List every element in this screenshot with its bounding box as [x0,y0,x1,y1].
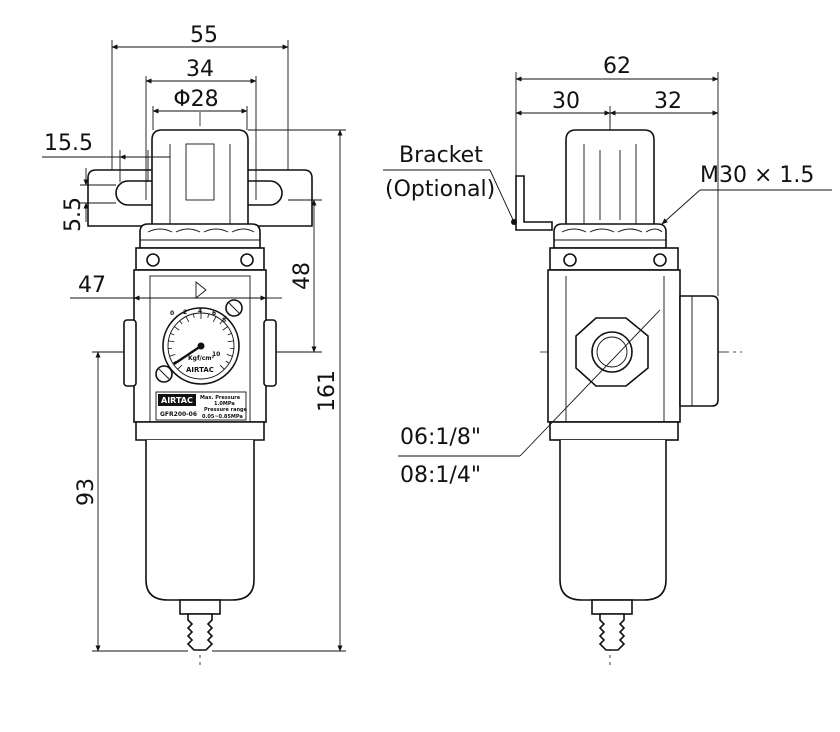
front-port-left [123,319,137,387]
front-ring-nut [139,223,261,249]
gauge-unit: Kgf/cm² [188,355,215,362]
gauge-scale-2: 2 [183,309,187,316]
gauge-scale-6: 6 [212,310,216,317]
dim-width-bracket: 34 [186,57,214,82]
gauge-tick [169,353,176,357]
label-bracket-optional: (Optional) [385,177,495,202]
gauge-tick [212,316,217,323]
dim-width-overall: 55 [190,23,218,48]
front-view: 0 2 4 6 8 10 Kgf/cm² AIRTAC AIRTAC Max. … [42,23,346,665]
gauge-scale-4: 4 [198,308,202,315]
gauge-tick [207,313,210,318]
nameplate-range-value: 0.05~0.85MPa [202,414,243,420]
dim-slot-offset: 15.5 [44,131,93,156]
gauge-tick [227,340,234,343]
label-thread: M30 × 1.5 [700,163,814,188]
gauge-tick [179,320,183,325]
pressure-gauge: 0 2 4 6 8 10 Kgf/cm² AIRTAC [162,307,240,385]
dim-port-to-bottom: 93 [74,478,99,506]
side-bowl [559,440,667,601]
gauge-tick [177,364,183,370]
dim-overall-height: 161 [315,370,340,412]
gauge-needle [173,345,202,365]
gauge-scale-8: 8 [222,317,226,324]
gauge-tick [226,353,233,357]
front-bowl [145,440,255,601]
front-drain-fitting [186,613,214,651]
side-knob [565,129,655,227]
front-port-right [263,319,277,387]
nameplate-brand-box [158,394,196,406]
flow-arrow-icon [195,281,207,299]
gauge-tick [170,333,175,336]
label-port-1: 06:1/8" [400,425,481,450]
side-drain-nut [591,599,633,615]
dim-slot-width: 5.5 [61,197,86,232]
side-bowl-collar [549,421,679,441]
gauge-tick [185,316,190,323]
side-port-bore [591,331,633,373]
side-bracket [515,175,553,231]
nameplate: AIRTAC Max. Pressure 1.0MPa GFR200-06 Pr… [155,391,248,421]
gauge-tick [219,364,225,370]
dim-port-offset: 47 [78,273,106,298]
gauge-tick [219,320,223,325]
gauge-tick [192,313,195,318]
gauge-tick [227,333,232,336]
gauge-tick [225,360,230,364]
front-drain-nut [179,599,221,615]
side-drain-fitting [598,613,626,651]
nameplate-max-label: Max. Pressure [200,395,241,401]
front-knob [151,129,249,227]
dim-bracket-to-port: 48 [290,262,315,290]
side-ring-nut [553,223,667,249]
side-port-boss [679,295,719,407]
gauge-pivot [197,342,205,350]
gauge-tick [222,326,228,331]
gauge-tick [168,340,175,343]
gauge-scale-10: 10 [212,351,220,358]
gauge-scale-0: 0 [170,310,174,317]
dim-bonnet-dia: Φ28 [173,87,218,112]
front-bowl-collar [135,421,265,441]
front-knob-window [185,143,215,201]
dim-side-width: 62 [603,54,631,79]
side-view: 62 30 32 Bracket (Optional) M30 × 1.5 06… [383,54,832,665]
dim-side-left: 30 [552,89,580,114]
nameplate-range-label: Pressure range [204,407,248,413]
dim-side-right: 32 [654,89,682,114]
label-port-2: 08:1/4" [400,463,481,488]
gauge-brand: AIRTAC [186,366,214,374]
nameplate-max-value: 1.0MPa [214,401,235,407]
label-bracket: Bracket [399,143,483,168]
nameplate-brand: AIRTAC [161,396,193,405]
gauge-tick [174,326,180,331]
nameplate-model: GFR200-06 [160,411,197,418]
